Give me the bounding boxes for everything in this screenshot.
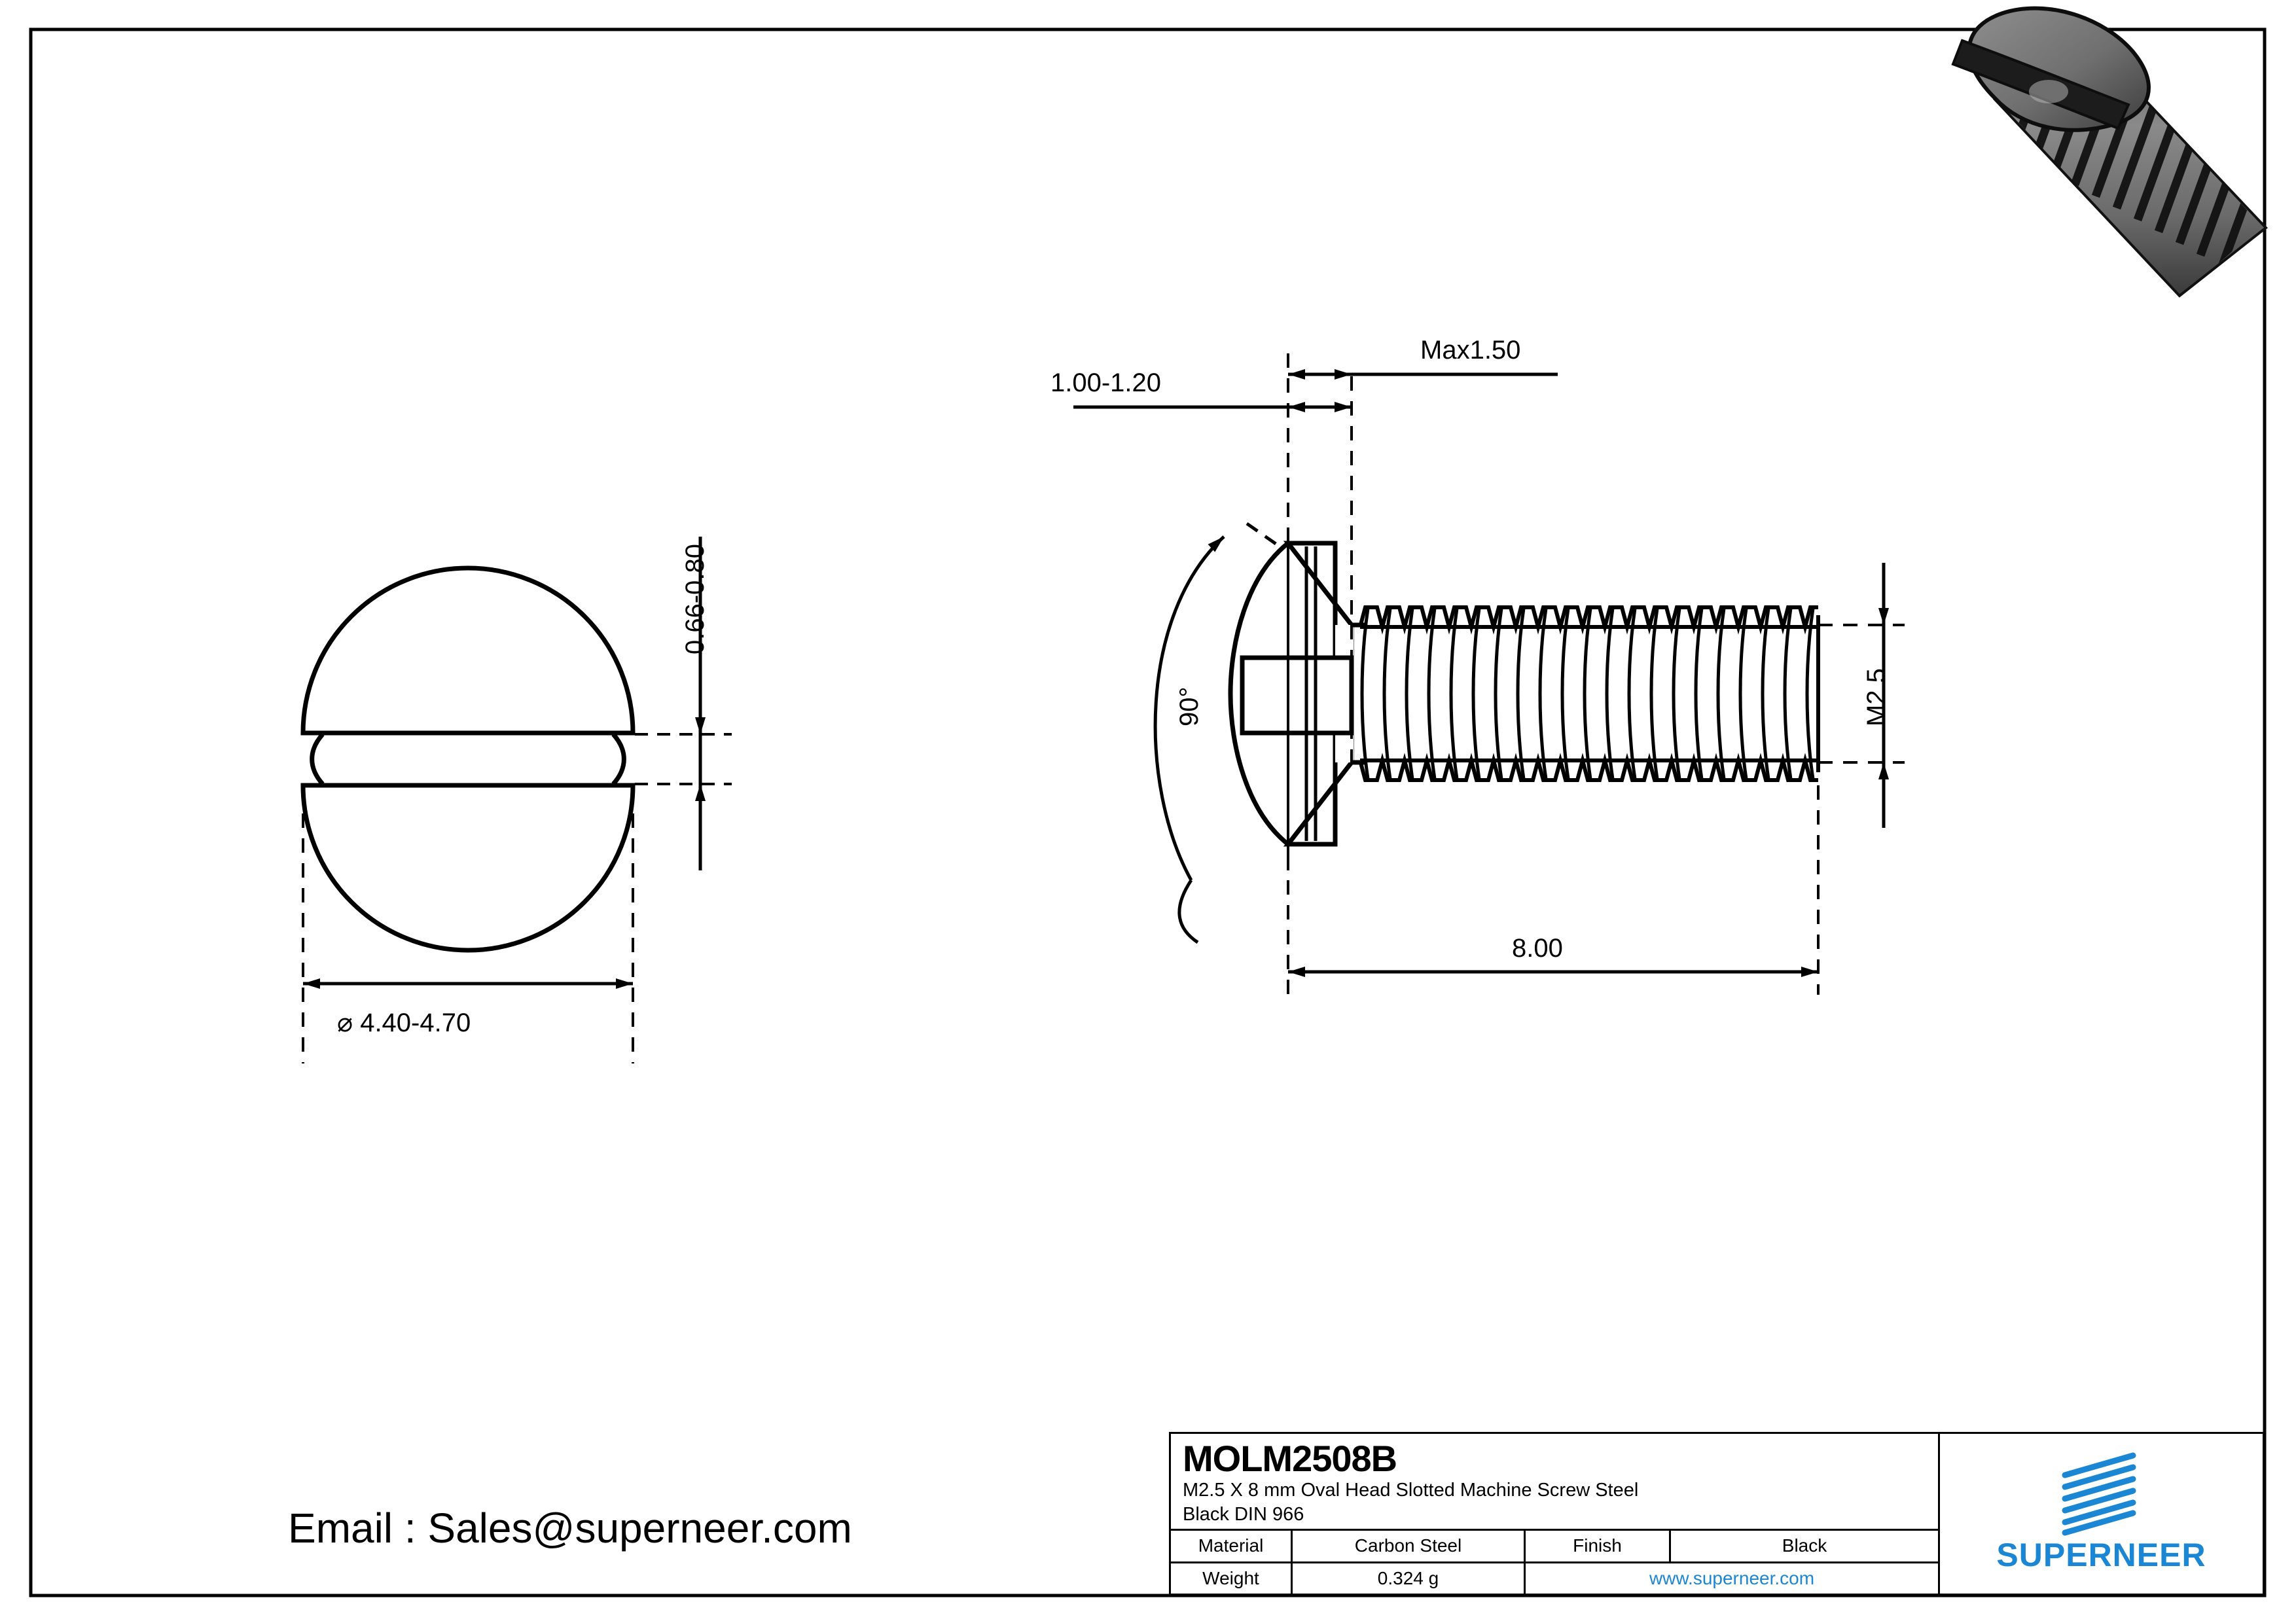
title-block-table: Material Carbon Steel Finish Black Weigh… xyxy=(1171,1531,1938,1594)
head-angle-arc xyxy=(1153,535,1225,882)
weight-label: Weight xyxy=(1171,1563,1293,1594)
slot-depth-label: Max1.50 xyxy=(1420,336,1521,365)
finish-value: Black xyxy=(1782,1535,1827,1556)
head-height-label: 1.00-1.20 xyxy=(1050,368,1162,397)
finish-label: Finish xyxy=(1526,1531,1671,1561)
thread-profile-top xyxy=(1358,605,1818,635)
title-block: MOLM2508B M2.5 X 8 mm Oval Head Slotted … xyxy=(1169,1432,2265,1596)
screw-length-label: 8.00 xyxy=(1512,934,1563,963)
email-text: Email : Sales@superneer.com xyxy=(288,1505,852,1552)
slot-rectangle xyxy=(1240,655,1354,736)
part-number: MOLM2508B xyxy=(1183,1438,1397,1479)
table-row: Material Carbon Steel Finish Black xyxy=(1171,1531,1938,1563)
material-label: Material xyxy=(1171,1531,1293,1561)
superneer-logo-icon xyxy=(2062,1452,2136,1536)
screw-side-view xyxy=(1073,353,1905,995)
table-row: Weight 0.324 g www.superneer.com xyxy=(1171,1563,1938,1594)
title-block-info: MOLM2508B M2.5 X 8 mm Oval Head Slotted … xyxy=(1171,1434,1938,1594)
sheet-border xyxy=(29,27,2267,1597)
description-line-2: Black DIN 966 xyxy=(1183,1504,1304,1525)
title-block-description: MOLM2508B M2.5 X 8 mm Oval Head Slotted … xyxy=(1171,1434,1938,1531)
head-angle-label: 90° xyxy=(1175,687,1204,727)
3d-screw-render xyxy=(1951,6,2268,298)
description-line-1: M2.5 X 8 mm Oval Head Slotted Machine Sc… xyxy=(1183,1480,1639,1501)
website-link[interactable]: www.superneer.com xyxy=(1649,1567,1815,1588)
head-top-view xyxy=(300,537,732,1063)
material-value: Carbon Steel xyxy=(1293,1531,1526,1561)
weight-value: 0.324 g xyxy=(1293,1563,1526,1594)
thread-flank-lines xyxy=(1360,608,1815,779)
slot-width-label: 0.66-0.80 xyxy=(681,543,709,654)
logo-wordmark: SUPERNEER xyxy=(1996,1537,2206,1573)
thread-profile-bottom xyxy=(1358,753,1818,782)
company-logo: SUPERNEER xyxy=(1938,1434,2263,1594)
head-diameter-label: ⌀ 4.40-4.70 xyxy=(337,1008,471,1037)
thread-designation-label: M2.5 xyxy=(1862,668,1891,726)
